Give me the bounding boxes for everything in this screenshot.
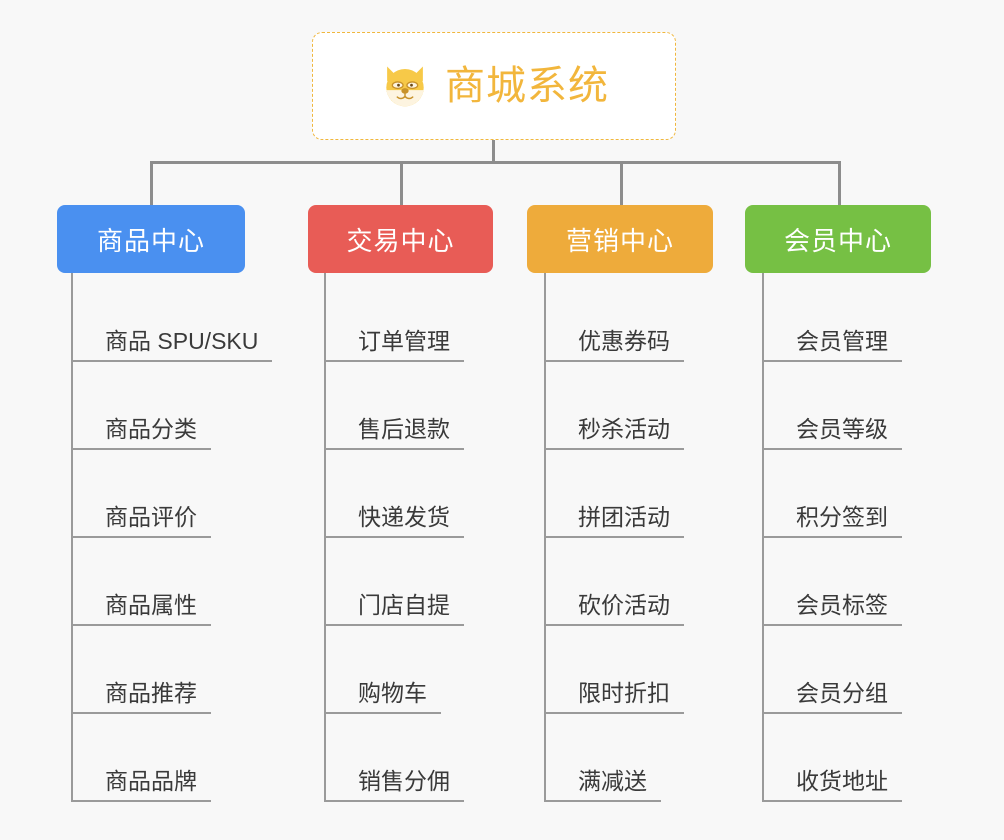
leaf-item[interactable]: 商品属性 bbox=[71, 537, 211, 626]
connector-drop-1 bbox=[150, 161, 153, 207]
branch-label-2: 交易中心 bbox=[346, 225, 455, 256]
leaf-item[interactable]: 满减送 bbox=[544, 713, 661, 802]
leaf-label: 商品评价 bbox=[105, 503, 197, 530]
connector-drop-2 bbox=[400, 161, 403, 207]
leaf-label: 限时折扣 bbox=[578, 679, 670, 706]
leaf-item[interactable]: 会员分组 bbox=[762, 625, 902, 714]
leaf-item[interactable]: 购物车 bbox=[324, 625, 441, 714]
leaf-label: 商品属性 bbox=[105, 591, 197, 618]
leaf-item[interactable]: 优惠券码 bbox=[544, 273, 684, 362]
leaf-label: 商品 SPU/SKU bbox=[105, 327, 259, 354]
leaf-item[interactable]: 收货地址 bbox=[762, 713, 902, 802]
leaf-label: 收货地址 bbox=[796, 767, 888, 794]
branch-box-1[interactable]: 商品中心 bbox=[57, 205, 245, 273]
connector-root-stem bbox=[492, 140, 495, 164]
leaf-item[interactable]: 砍价活动 bbox=[544, 537, 684, 626]
leaf-item[interactable]: 秒杀活动 bbox=[544, 361, 684, 450]
leaf-item[interactable]: 门店自提 bbox=[324, 537, 464, 626]
leaf-label: 商品推荐 bbox=[105, 679, 197, 706]
leaf-label: 会员管理 bbox=[796, 327, 888, 354]
leaf-label: 门店自提 bbox=[358, 591, 450, 618]
leaf-label: 秒杀活动 bbox=[578, 415, 670, 442]
leaf-item[interactable]: 售后退款 bbox=[324, 361, 464, 450]
leaf-item[interactable]: 会员等级 bbox=[762, 361, 902, 450]
leaf-label: 销售分佣 bbox=[358, 767, 450, 794]
leaf-item[interactable]: 限时折扣 bbox=[544, 625, 684, 714]
connector-horizontal-bus bbox=[150, 161, 841, 164]
leaf-item[interactable]: 会员标签 bbox=[762, 537, 902, 626]
leaf-label: 会员等级 bbox=[796, 415, 888, 442]
leaf-label: 积分签到 bbox=[796, 503, 888, 530]
branch-label-4: 会员中心 bbox=[783, 225, 892, 256]
leaf-item[interactable]: 拼团活动 bbox=[544, 449, 684, 538]
leaf-label: 售后退款 bbox=[358, 415, 450, 442]
leaf-item[interactable]: 快递发货 bbox=[324, 449, 464, 538]
connector-drop-3 bbox=[620, 161, 623, 207]
leaf-item[interactable]: 积分签到 bbox=[762, 449, 902, 538]
leaf-label: 优惠券码 bbox=[578, 327, 670, 354]
root-node[interactable]: 商城系统 bbox=[312, 32, 676, 140]
leaf-label: 满减送 bbox=[578, 767, 647, 794]
leaf-item[interactable]: 商品分类 bbox=[71, 361, 211, 450]
leaf-item[interactable]: 订单管理 bbox=[324, 273, 464, 362]
leaf-label: 会员分组 bbox=[796, 679, 888, 706]
leaf-label: 商品品牌 bbox=[105, 767, 197, 794]
dog-face-icon bbox=[379, 60, 431, 112]
leaf-item[interactable]: 商品品牌 bbox=[71, 713, 211, 802]
leaf-label: 订单管理 bbox=[358, 327, 450, 354]
root-title: 商城系统 bbox=[445, 64, 609, 108]
connector-drop-4 bbox=[838, 161, 841, 207]
branch-label-3: 营销中心 bbox=[565, 225, 674, 256]
branch-box-3[interactable]: 营销中心 bbox=[527, 205, 713, 273]
leaf-label: 快递发货 bbox=[358, 503, 450, 530]
leaf-item[interactable]: 会员管理 bbox=[762, 273, 902, 362]
branch-box-4[interactable]: 会员中心 bbox=[745, 205, 931, 273]
branch-label-1: 商品中心 bbox=[96, 225, 205, 256]
leaf-item[interactable]: 商品评价 bbox=[71, 449, 211, 538]
leaf-label: 拼团活动 bbox=[578, 503, 670, 530]
leaf-label: 商品分类 bbox=[105, 415, 197, 442]
leaf-label: 砍价活动 bbox=[578, 591, 670, 618]
leaf-label: 购物车 bbox=[358, 679, 427, 706]
branch-box-2[interactable]: 交易中心 bbox=[308, 205, 493, 273]
leaf-item[interactable]: 商品推荐 bbox=[71, 625, 211, 714]
leaf-item[interactable]: 商品 SPU/SKU bbox=[71, 273, 273, 362]
leaf-item[interactable]: 销售分佣 bbox=[324, 713, 464, 802]
leaf-label: 会员标签 bbox=[796, 591, 888, 618]
